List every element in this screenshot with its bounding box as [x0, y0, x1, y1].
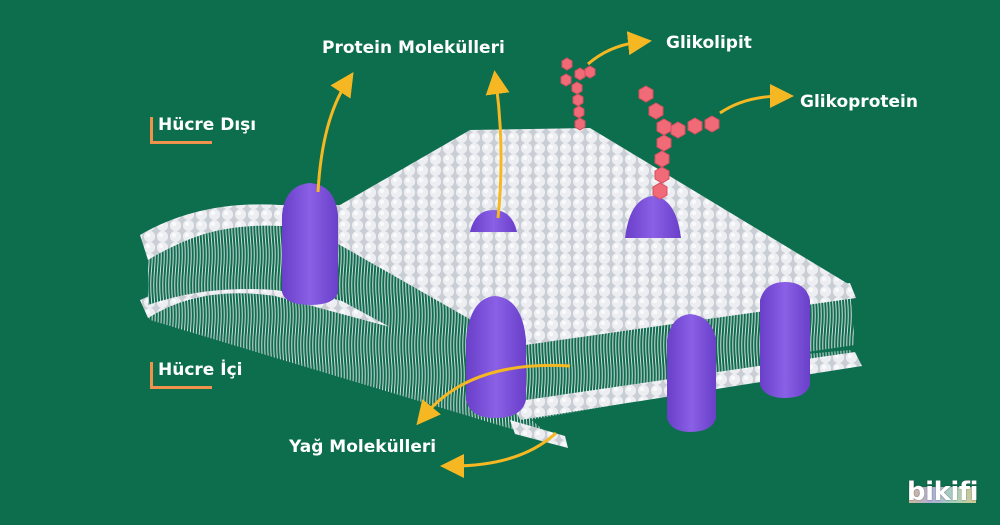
accent-bar	[150, 362, 153, 388]
bikifi-logo: bikifi	[907, 477, 978, 507]
protein-front	[466, 296, 526, 418]
arrow-protein-middle	[485, 70, 510, 219]
protein-left	[282, 183, 338, 305]
label-glikoprotein: Glikoprotein	[800, 92, 918, 112]
accent-underline	[150, 141, 212, 144]
protein-middle	[470, 210, 517, 232]
glikoprotein-chain	[638, 85, 720, 200]
arrow-yag-upper	[416, 363, 571, 426]
protein-glyco	[625, 196, 681, 238]
label-hucre-ici: Hücre İçi	[150, 360, 243, 389]
arrows	[316, 31, 794, 478]
label-hucre-disi: Hücre Dışı	[150, 115, 257, 144]
protein-right	[760, 282, 810, 398]
label-protein-molekulleri: Protein Molekülleri	[322, 38, 505, 58]
arrow-protein-left	[316, 71, 354, 193]
accent-underline	[150, 386, 212, 389]
logo-text: bikifi	[907, 477, 978, 507]
label-yag-molekulleri: Yağ Molekülleri	[289, 437, 437, 457]
arrow-glikolipit	[587, 31, 652, 66]
glikolipit-chain	[560, 57, 596, 131]
accent-bar	[150, 117, 153, 143]
hucre-ici-text: Hücre İçi	[158, 360, 243, 380]
hucre-disi-text: Hücre Dışı	[158, 115, 257, 135]
logo-highlight	[909, 487, 976, 503]
protein-front-right	[667, 314, 716, 432]
arrow-glikoprotein	[719, 84, 794, 115]
label-glikolipit: Glikolipit	[666, 33, 752, 53]
arrow-yag-lower	[440, 431, 558, 478]
